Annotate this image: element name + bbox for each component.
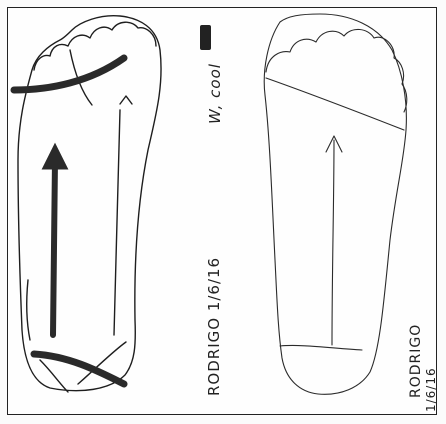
right-foot-toe-line: [266, 78, 404, 130]
right-signature-date: 1/6/16: [424, 367, 438, 412]
left-foot-toes: [34, 22, 156, 70]
direction-arrow-shaft: [53, 160, 55, 335]
right-signature-name: RODRIGO: [408, 324, 424, 398]
left-signature: RODRIGO 1/6/16: [205, 257, 223, 396]
marker-dash: [200, 25, 211, 50]
right-foot-outline: [264, 14, 406, 394]
marker-strokes: [14, 58, 124, 384]
left-foot-outline: [18, 16, 161, 391]
left-foot-small-arrow: [120, 96, 132, 104]
right-foot-inner-line: [332, 140, 334, 345]
left-foot-sketch: [18, 16, 161, 392]
left-foot-inner-line: [114, 110, 120, 335]
direction-arrow-head: [44, 146, 66, 168]
top-note: W, cool: [206, 63, 224, 124]
right-foot-heel-line: [280, 345, 362, 350]
left-foot-heel-curve: [40, 360, 68, 392]
right-foot-sketch: [264, 14, 407, 394]
